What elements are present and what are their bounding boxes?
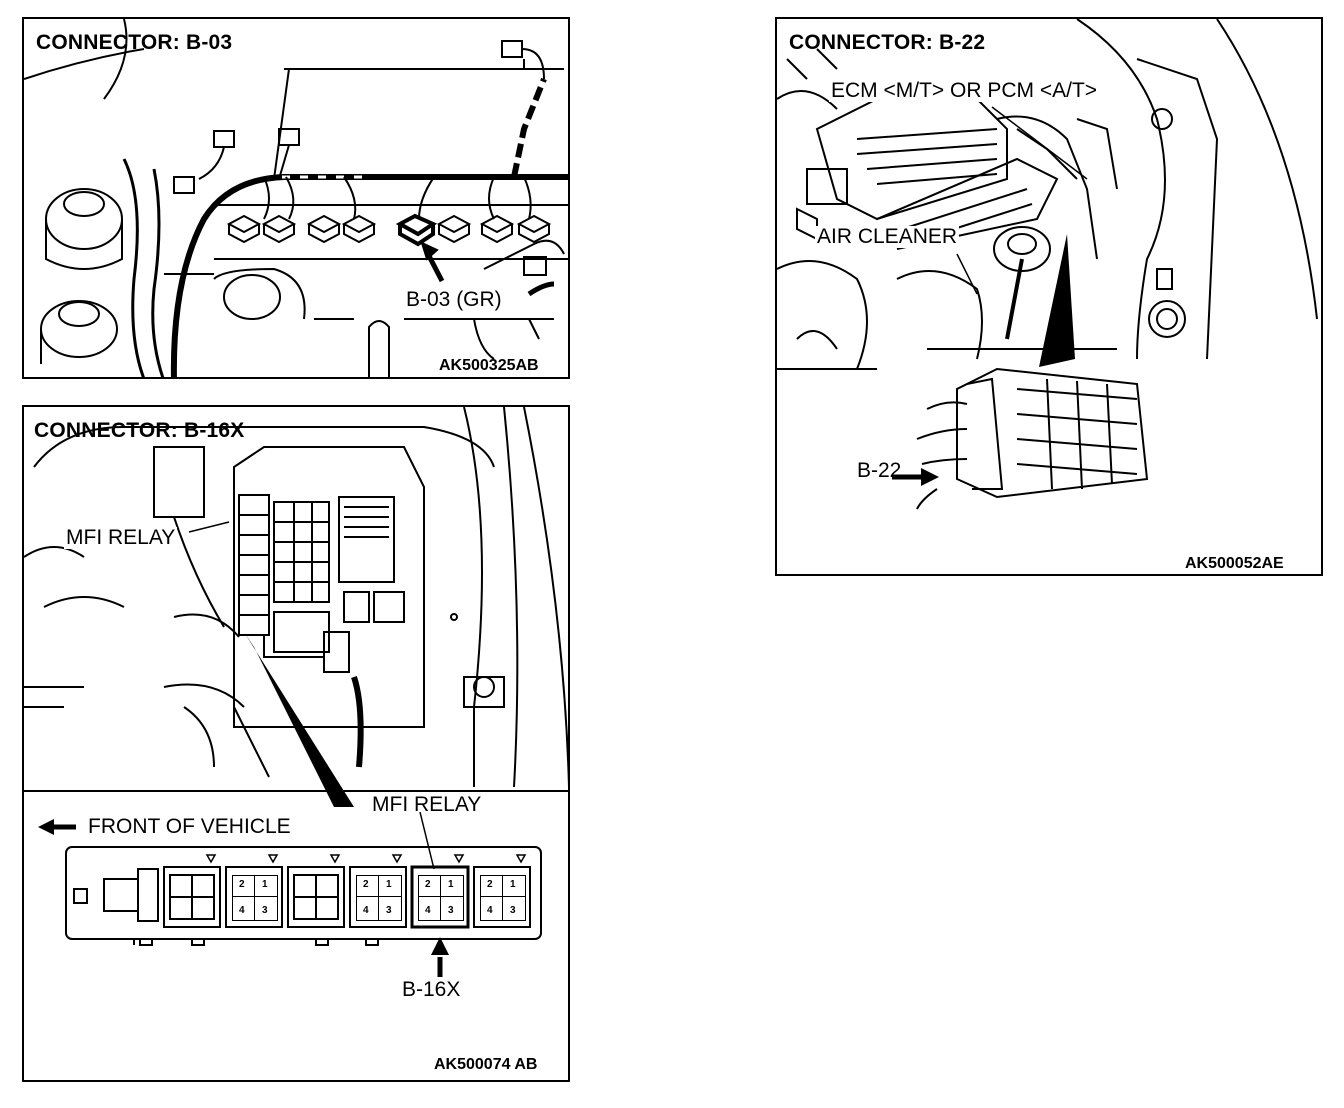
pin-grid-slot-2: 2 1 4 3 — [232, 875, 278, 921]
b16x-relay-label-top: MFI RELAY — [64, 526, 178, 549]
pin-grid-slot-4: 2 1 4 3 — [356, 875, 402, 921]
relay-slots — [163, 865, 531, 929]
b22-figure-code: AK500052AE — [1185, 555, 1284, 572]
pin-label: 3 — [262, 905, 268, 916]
b03-figure-code: AK500325AB — [439, 357, 539, 374]
pin-grid-slot-5-mfi-relay: 2 1 4 3 — [418, 875, 464, 921]
pin-label: 1 — [510, 879, 516, 890]
b22-ecm-label: ECM <M/T> OR PCM <A/T> — [829, 79, 1100, 102]
pin-label: 4 — [487, 905, 493, 916]
b16x-figure-code: AK500074 AB — [434, 1056, 538, 1073]
pin-label: 2 — [425, 879, 431, 890]
pin-label: 4 — [363, 905, 369, 916]
panel-connector-b16x: 2 1 4 3 2 1 4 3 2 1 4 3 2 1 4 3 CONNECTO… — [22, 405, 570, 1082]
pin-label: 3 — [448, 905, 454, 916]
pin-label: 2 — [487, 879, 493, 890]
pin-label: 2 — [239, 879, 245, 890]
b03-callout-label: B-03 (GR) — [404, 288, 504, 311]
b22-air-cleaner-label: AIR CLEANER — [815, 225, 960, 248]
pin-label: 1 — [386, 879, 392, 890]
pin-grid-slot-6: 2 1 4 3 — [480, 875, 526, 921]
b22-title: CONNECTOR: B-22 — [789, 31, 986, 54]
pin-label: 1 — [262, 879, 268, 890]
pin-label: 4 — [239, 905, 245, 916]
triangle-markers — [205, 854, 527, 864]
b16x-front-label: FRONT OF VEHICLE — [88, 815, 291, 838]
pin-label: 3 — [386, 905, 392, 916]
pin-label: 2 — [363, 879, 369, 890]
b16x-title: CONNECTOR: B-16X — [34, 419, 245, 442]
pin-label: 1 — [448, 879, 454, 890]
pin-label: 4 — [425, 905, 431, 916]
panel-connector-b03: CONNECTOR: B-03 B-03 (GR) AK500325AB — [22, 17, 570, 379]
b16x-callout-label: B-16X — [402, 978, 461, 1001]
b03-title: CONNECTOR: B-03 — [36, 31, 233, 54]
pin-label: 3 — [510, 905, 516, 916]
b16x-relay-label-bottom: MFI RELAY — [372, 793, 482, 816]
b22-callout-label: B-22 — [857, 459, 902, 482]
b03-illustration — [24, 19, 568, 377]
panel-connector-b22: CONNECTOR: B-22 ECM <M/T> OR PCM <A/T> A… — [775, 17, 1323, 576]
b16x-illustration — [24, 407, 568, 977]
b22-illustration — [777, 19, 1318, 510]
